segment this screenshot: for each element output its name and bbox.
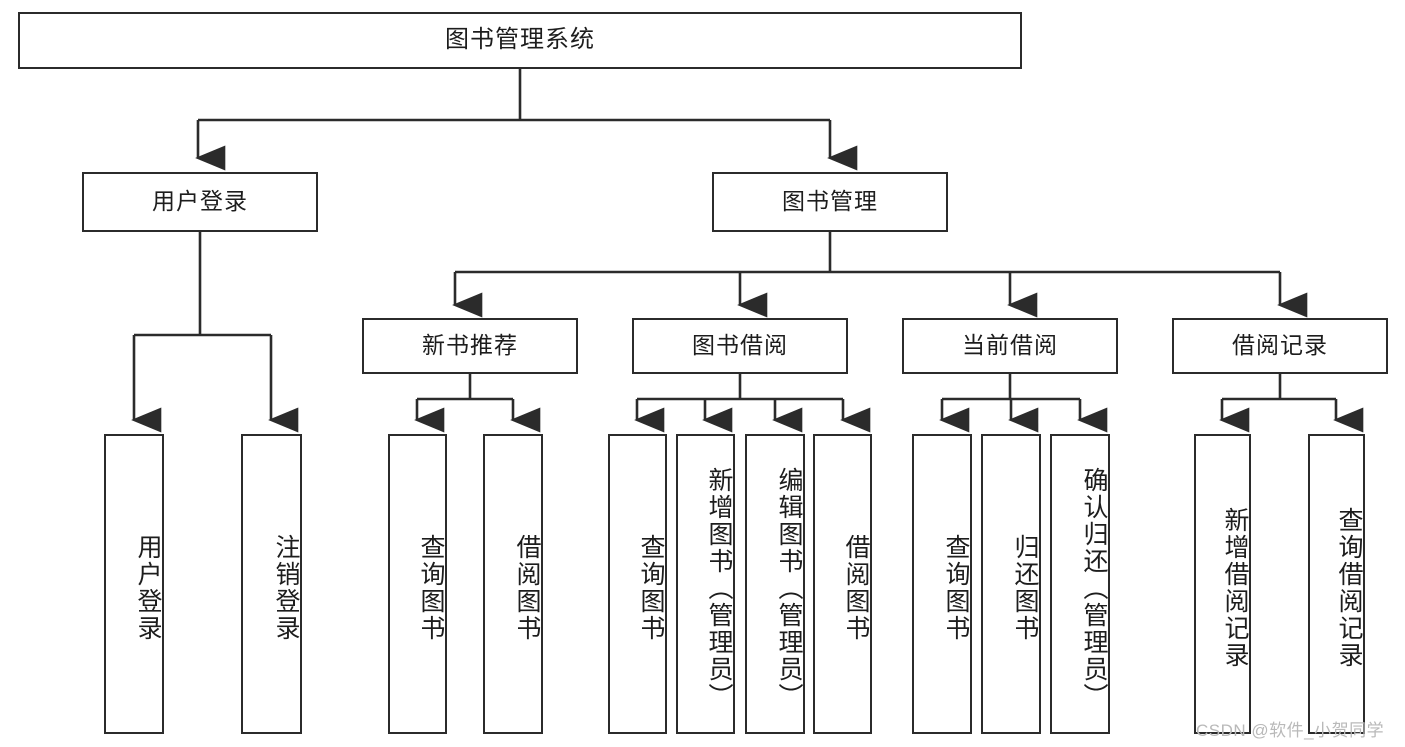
node-borrow-record[interactable]: 借阅记录	[1172, 318, 1388, 374]
node-current-borrow-label: 当前借阅	[962, 332, 1058, 359]
node-root[interactable]: 图书管理系统	[18, 12, 1022, 69]
leaf-add-book-admin-label: 新增图书（管理员）	[705, 466, 733, 710]
leaf-return-book-label: 归还图书	[1011, 534, 1039, 642]
leaf-query-book-recommend[interactable]: 查询图书	[388, 434, 447, 734]
node-book-borrow-label: 图书借阅	[692, 332, 788, 359]
node-book-management[interactable]: 图书管理	[712, 172, 948, 232]
node-current-borrow[interactable]: 当前借阅	[902, 318, 1118, 374]
leaf-user-login[interactable]: 用户登录	[104, 434, 164, 734]
node-user-login-label: 用户登录	[152, 188, 248, 215]
leaf-return-book[interactable]: 归还图书	[981, 434, 1041, 734]
node-user-login[interactable]: 用户登录	[82, 172, 318, 232]
node-new-book-recommend-label: 新书推荐	[422, 332, 518, 359]
leaf-user-logout-label: 注销登录	[272, 534, 300, 642]
leaf-confirm-return-admin[interactable]: 确认归还（管理员）	[1050, 434, 1110, 734]
leaf-query-book-recommend-label: 查询图书	[417, 534, 445, 642]
leaf-edit-book-admin-label: 编辑图书（管理员）	[775, 466, 803, 710]
leaf-query-book-borrow[interactable]: 查询图书	[608, 434, 667, 734]
leaf-borrow-book-label: 借阅图书	[842, 534, 870, 642]
node-root-label: 图书管理系统	[445, 26, 595, 54]
leaf-confirm-return-admin-label: 确认归还（管理员）	[1080, 466, 1108, 710]
leaf-borrow-book[interactable]: 借阅图书	[813, 434, 872, 734]
leaf-query-borrow-record[interactable]: 查询借阅记录	[1308, 434, 1365, 734]
leaf-borrow-book-recommend-label: 借阅图书	[513, 534, 541, 642]
node-borrow-record-label: 借阅记录	[1232, 332, 1328, 359]
leaf-add-borrow-record[interactable]: 新增借阅记录	[1194, 434, 1251, 734]
leaf-borrow-book-recommend[interactable]: 借阅图书	[483, 434, 543, 734]
csdn-watermark: CSDN @软件_小贺同学	[1196, 721, 1385, 740]
node-book-management-label: 图书管理	[782, 188, 878, 215]
leaf-user-login-label: 用户登录	[134, 534, 162, 642]
leaf-add-book-admin[interactable]: 新增图书（管理员）	[676, 434, 735, 734]
leaf-user-logout[interactable]: 注销登录	[241, 434, 302, 734]
leaf-query-book-current[interactable]: 查询图书	[912, 434, 972, 734]
leaf-add-borrow-record-label: 新增借阅记录	[1221, 507, 1249, 669]
node-book-borrow[interactable]: 图书借阅	[632, 318, 848, 374]
leaf-query-book-borrow-label: 查询图书	[637, 534, 665, 642]
leaf-edit-book-admin[interactable]: 编辑图书（管理员）	[745, 434, 805, 734]
leaf-query-book-current-label: 查询图书	[942, 534, 970, 642]
leaf-query-borrow-record-label: 查询借阅记录	[1335, 507, 1363, 669]
node-new-book-recommend[interactable]: 新书推荐	[362, 318, 578, 374]
